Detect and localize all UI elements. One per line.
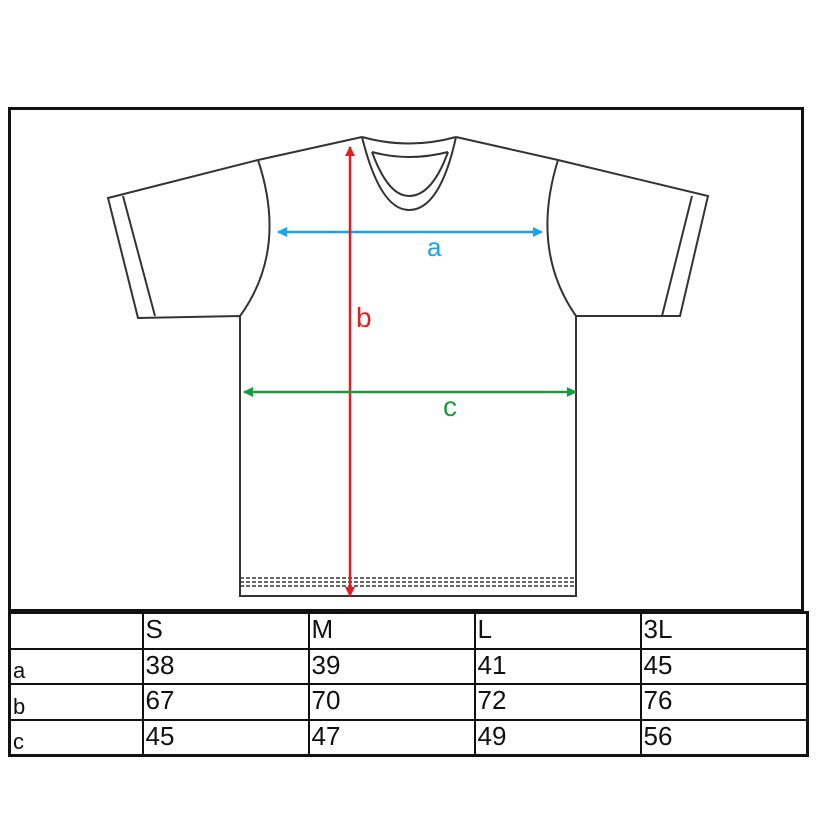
- diagram-frame: [8, 107, 804, 612]
- table-cell: 49: [473, 718, 642, 757]
- header-cell: M: [307, 611, 476, 651]
- table-cell: 67: [141, 683, 310, 721]
- table-row: b 67 70 72 76: [8, 683, 809, 721]
- header-cell: 3L: [639, 611, 809, 651]
- table-row: a 38 39 41 45: [8, 648, 809, 686]
- table-cell: 45: [141, 718, 310, 757]
- table-cell: 76: [639, 683, 809, 721]
- table-cell: 56: [639, 718, 809, 757]
- header-cell: L: [473, 611, 642, 651]
- header-cell: [8, 611, 144, 651]
- row-label: a: [8, 648, 144, 686]
- size-table-header-row: S M L 3L: [8, 611, 809, 651]
- row-label: b: [8, 683, 144, 721]
- table-cell: 72: [473, 683, 642, 721]
- table-cell: 41: [473, 648, 642, 686]
- tshirt-outline: [106, 136, 710, 597]
- table-cell: 47: [307, 718, 476, 757]
- table-cell: 39: [307, 648, 476, 686]
- table-cell: 70: [307, 683, 476, 721]
- table-cell: 45: [639, 648, 809, 686]
- measure-label-b: b: [356, 302, 372, 333]
- table-row: c 45 47 49 56: [8, 718, 809, 757]
- measure-label-c: c: [443, 391, 457, 422]
- size-table: S M L 3L a 38 39 41 45 b 67 70 72 76 c 4…: [8, 611, 809, 757]
- measure-label-a: a: [427, 232, 442, 262]
- header-cell: S: [141, 611, 310, 651]
- table-cell: 38: [141, 648, 310, 686]
- row-label: c: [8, 718, 144, 757]
